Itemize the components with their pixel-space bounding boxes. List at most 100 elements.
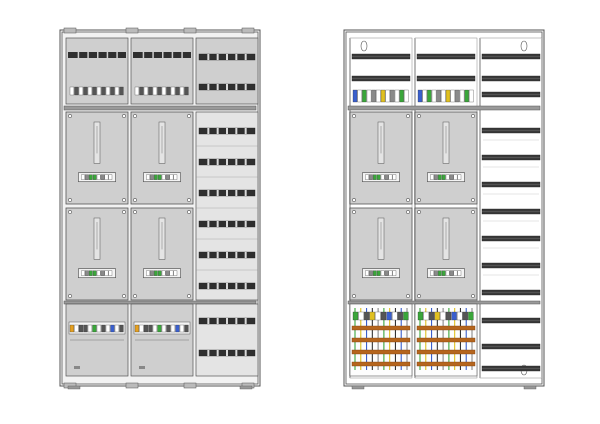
screw (471, 114, 475, 118)
terminal-block (394, 89, 400, 103)
screw (187, 294, 191, 298)
meter-module (65, 111, 129, 205)
terminal-block (150, 174, 154, 180)
compartment-cover (195, 37, 259, 105)
din-gap (235, 350, 238, 356)
lower-terminal-compartment (130, 303, 194, 377)
horizontal-separator (63, 300, 257, 305)
cabinet-hinge (125, 27, 139, 34)
screw (187, 114, 191, 118)
lower-din-area (481, 317, 541, 372)
din-rail-row (198, 349, 256, 357)
terminal-block (397, 311, 403, 321)
terminal-block (390, 89, 395, 103)
screw (352, 294, 356, 298)
din-gap (235, 54, 238, 60)
lower-terminal-compartment (65, 303, 129, 377)
screw (352, 114, 356, 118)
strip-gap (87, 52, 89, 58)
strip-gap (106, 52, 109, 58)
din-gap (216, 54, 219, 60)
terminal-block (85, 174, 89, 180)
terminal-block (430, 174, 434, 180)
din-gap (226, 128, 228, 134)
terminal-block (179, 86, 185, 96)
din-gap (235, 318, 238, 324)
terminal-block (110, 324, 115, 333)
screw (471, 210, 475, 214)
screw (122, 198, 126, 202)
meter-module (414, 111, 478, 205)
terminal-block (453, 174, 458, 180)
terminal-block (451, 311, 457, 321)
din-gap (216, 350, 219, 356)
screw (406, 114, 410, 118)
right-din-column (481, 127, 541, 303)
screw (417, 210, 421, 214)
terminal-block (430, 270, 434, 276)
terminal-block (173, 270, 178, 276)
terminal-block (380, 89, 386, 103)
screw (133, 198, 137, 202)
terminal-block (87, 324, 93, 333)
terminal-block (468, 311, 474, 321)
right-din-column (195, 111, 259, 302)
terminal-block (434, 270, 438, 276)
din-gap (226, 190, 228, 196)
terminal-block (365, 174, 369, 180)
din-gap (244, 84, 247, 90)
terminal-block (166, 86, 171, 96)
strip-gap (77, 52, 80, 58)
din-gap (216, 221, 219, 227)
terminal-block (457, 311, 463, 321)
mounting-hole (520, 40, 528, 52)
terminal-block (114, 324, 120, 333)
terminal-block (365, 270, 369, 276)
horizontal-separator (63, 105, 257, 111)
meter-terminals (365, 270, 397, 276)
din-rail-row (481, 365, 541, 372)
terminal-block (438, 174, 442, 180)
terminal-block (170, 324, 176, 333)
terminal-block (105, 86, 111, 96)
terminal-block (69, 324, 75, 333)
strip-gap (152, 52, 154, 58)
din-rail-row (198, 127, 256, 135)
cabinet-hinge (241, 27, 255, 34)
terminal-block (429, 311, 435, 321)
terminal-block (139, 324, 144, 333)
terminal-block (388, 174, 393, 180)
terminal-block (83, 86, 88, 96)
terminal-block (169, 174, 174, 180)
screw (122, 294, 126, 298)
busbar-terminal-strip (69, 86, 124, 96)
upper-terminal-compartment (65, 37, 129, 105)
terminal-block (78, 324, 84, 333)
din-rail-row (481, 235, 541, 242)
din-gap (226, 318, 228, 324)
terminal-block (74, 324, 79, 333)
terminal-block (152, 86, 158, 96)
terminal-block (81, 270, 85, 276)
terminal-block (457, 270, 462, 276)
terminal-block (384, 270, 389, 276)
terminal-block (449, 270, 454, 276)
main-terminal-strip (417, 311, 474, 321)
strip-gap (97, 52, 99, 58)
meter-terminals (81, 174, 113, 180)
horizontal-separator (347, 105, 541, 111)
terminal-block (440, 311, 446, 321)
din-gap (207, 221, 210, 227)
terminal-block (441, 89, 446, 103)
screw (133, 210, 137, 214)
terminal-block (179, 324, 185, 333)
din-gap (216, 318, 219, 324)
terminal-block (399, 89, 404, 103)
din-rail-row (481, 181, 541, 188)
terminal-block (154, 270, 158, 276)
terminal-block (119, 324, 124, 333)
din-gap (216, 252, 219, 258)
din-gap (235, 221, 238, 227)
terminal-block (403, 311, 409, 321)
